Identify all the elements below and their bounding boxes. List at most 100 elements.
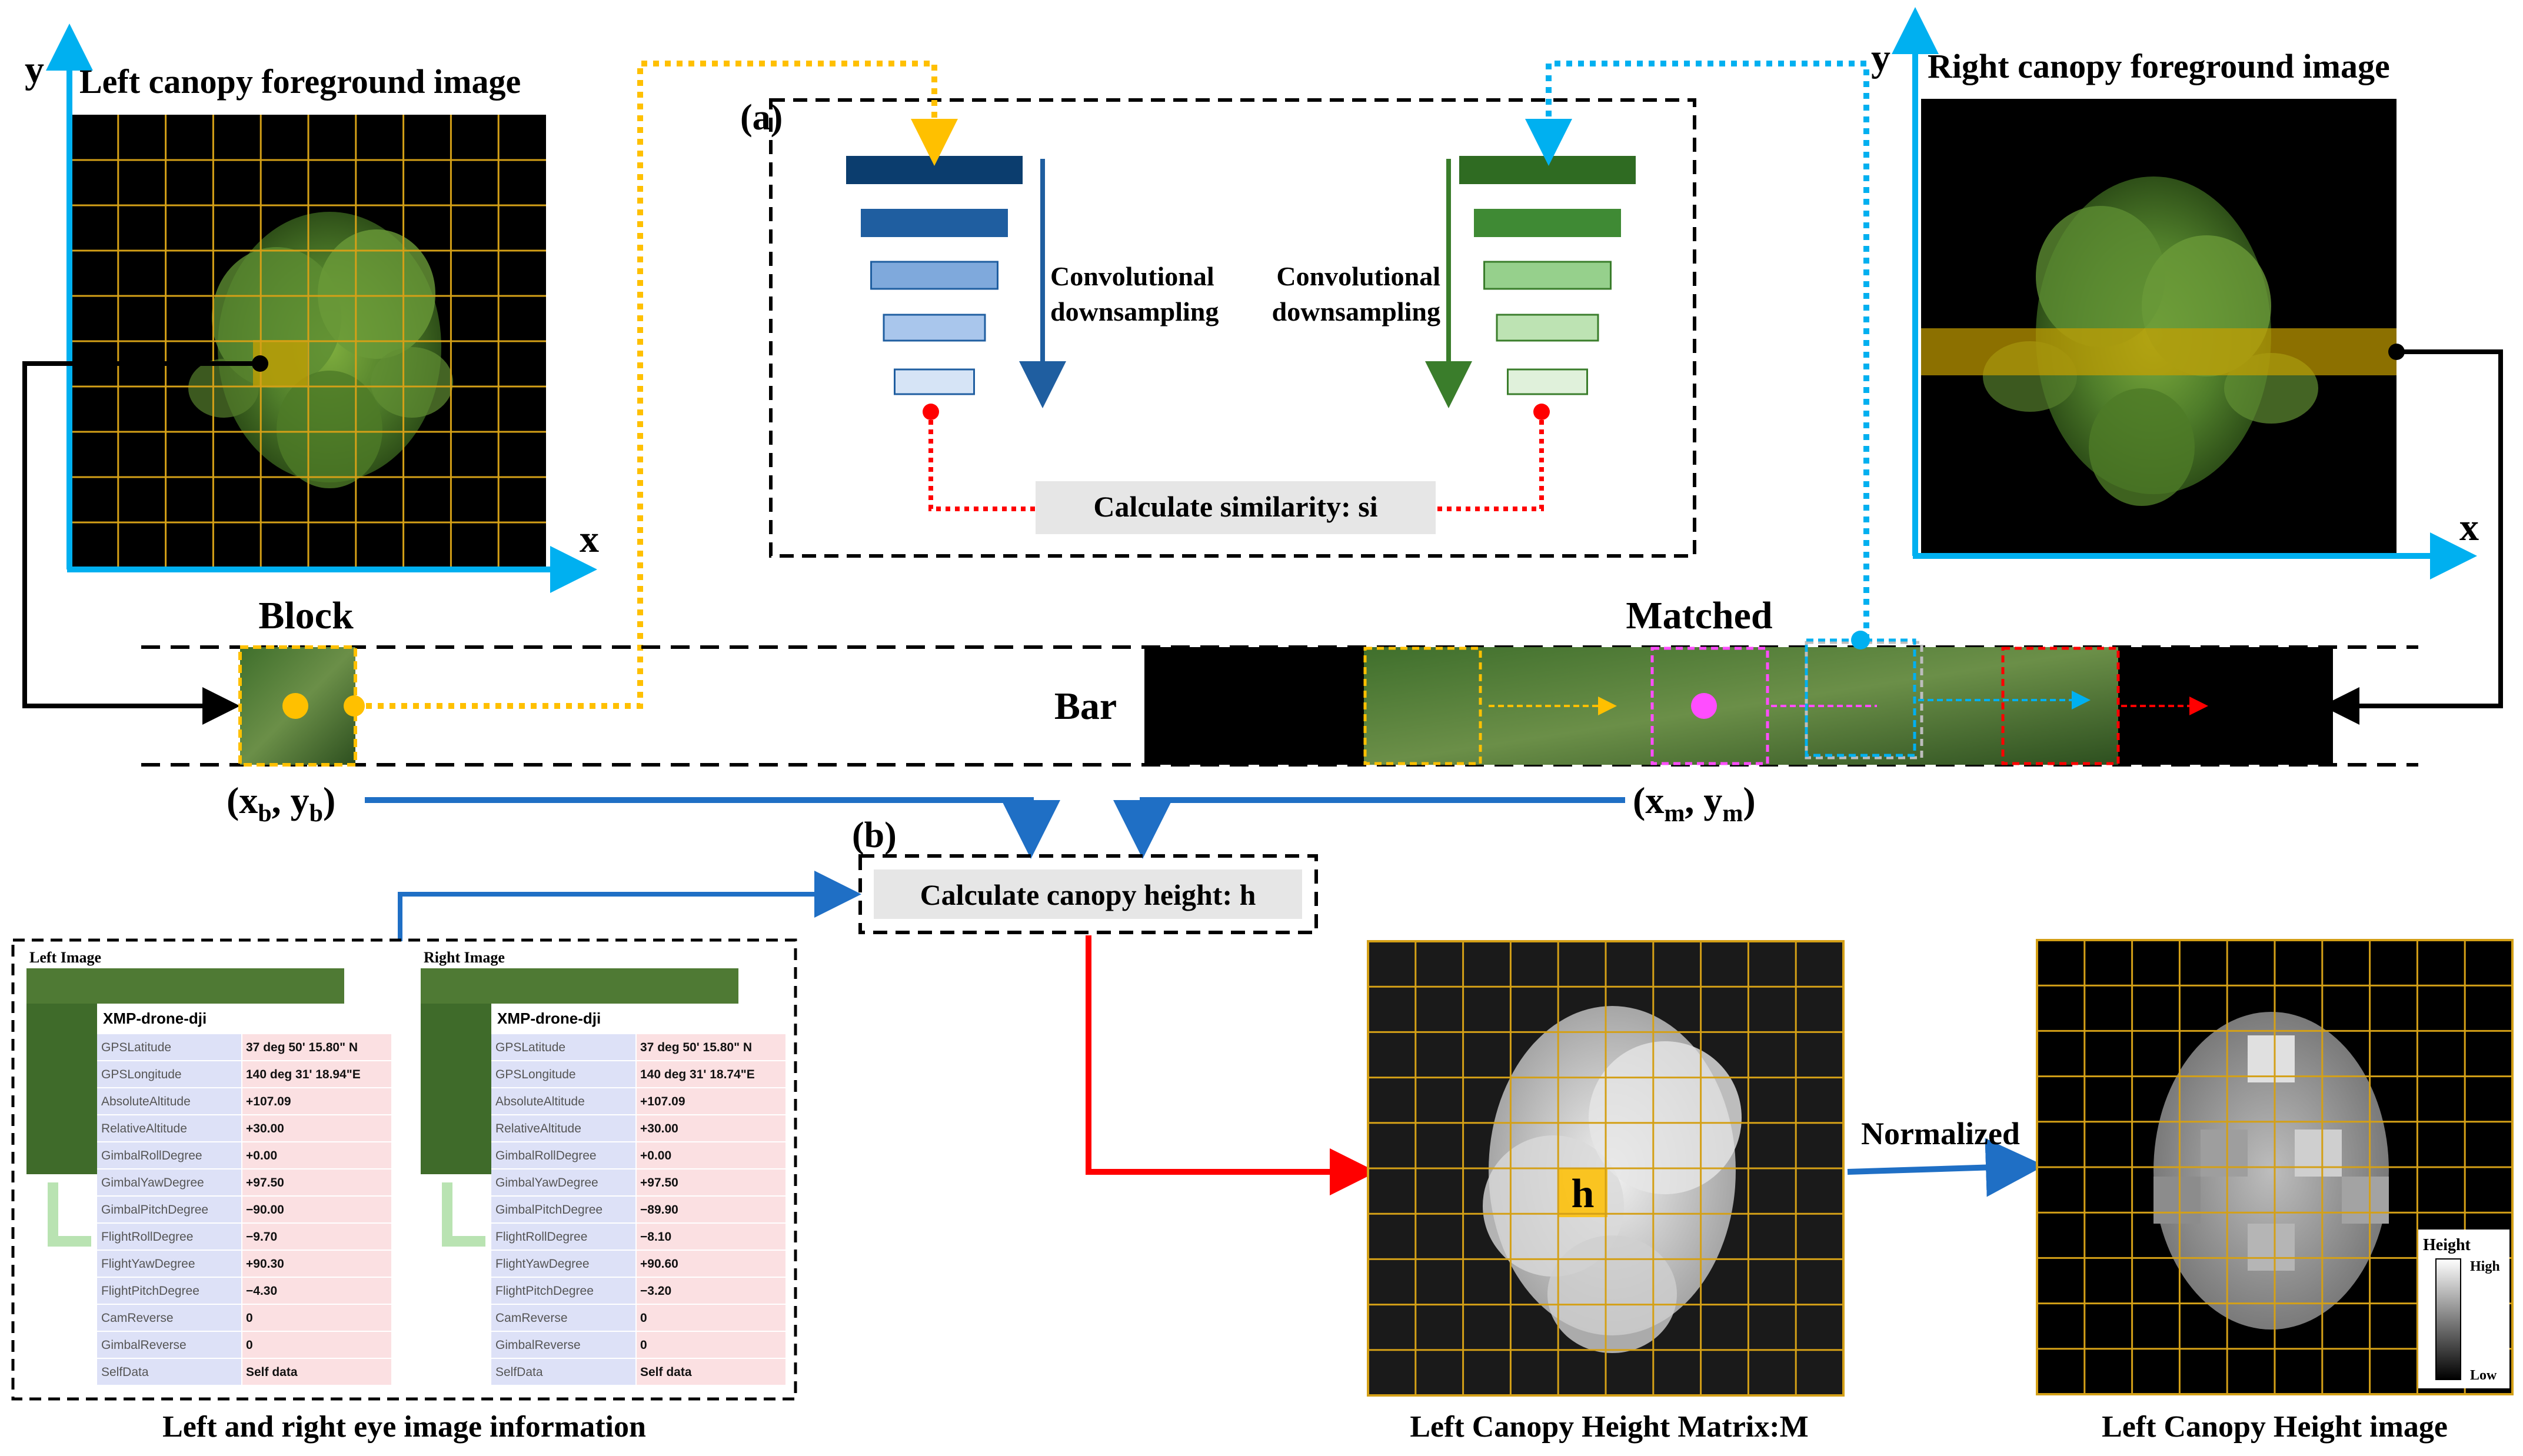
- bar-label: Bar: [1054, 685, 1117, 728]
- right-info-key-cell: [491, 1170, 635, 1195]
- right-info-key: GPSLongitude: [495, 1068, 576, 1081]
- right-info-key: SelfData: [495, 1365, 543, 1379]
- right-info-key: CamReverse: [495, 1311, 568, 1325]
- right-canopy-panel: y x Right canopy foreground image: [1871, 7, 2479, 579]
- left-similarity-line: [928, 420, 1036, 511]
- right-info-key-cell: [491, 1224, 635, 1250]
- block-label: Block: [258, 594, 354, 637]
- left-info-value: −9.70: [246, 1230, 277, 1244]
- left-info-value: +107.09: [246, 1095, 291, 1108]
- left-info-header: XMP-drone-dji: [103, 1009, 207, 1027]
- match-window-yellow: [1363, 647, 1482, 765]
- block-center-dot: [282, 693, 308, 719]
- right-info-value: 0: [640, 1311, 647, 1325]
- right-info-value-cell: [637, 1305, 785, 1331]
- right-info-value-cell: [637, 1278, 785, 1304]
- left-info-value: −90.00: [246, 1203, 284, 1217]
- left-info-key-cell: [97, 1061, 241, 1087]
- left-info-key-cell: [97, 1088, 241, 1114]
- left-y-axis-label: y: [25, 48, 44, 91]
- left-info-value-cell: [242, 1332, 391, 1358]
- left-info-key: CamReverse: [101, 1311, 174, 1325]
- right-encoder-layer: [1507, 368, 1588, 395]
- left-info-value-cell: [242, 1034, 391, 1060]
- left-info-value: +0.00: [246, 1149, 277, 1162]
- right-info-value: 0: [640, 1338, 647, 1352]
- right-info-key: GPSLatitude: [495, 1041, 565, 1054]
- left-info-key: FlightYawDegree: [101, 1257, 195, 1271]
- right-info-value: Self data: [640, 1365, 692, 1379]
- left-info-key-cell: [97, 1332, 241, 1358]
- left-info-value-cell: [242, 1088, 391, 1114]
- canopy-height-label: Calculate canopy height: h: [920, 878, 1256, 911]
- section-a-tag: (a): [740, 98, 783, 138]
- left-info-key: RelativeAltitude: [101, 1122, 187, 1135]
- right-info-value-cell: [637, 1197, 785, 1222]
- height-image-tree: [2153, 1012, 2389, 1330]
- matched-top-dot: [1851, 631, 1870, 649]
- right-info-key: FlightYawDegree: [495, 1257, 590, 1271]
- right-info-key: GimbalPitchDegree: [495, 1203, 603, 1217]
- right-info-key-cell: [491, 1197, 635, 1222]
- matched-coordinate: (xm, ym): [1633, 779, 1756, 827]
- block-edge-dot: [344, 695, 365, 717]
- left-info-key-cell: [97, 1305, 241, 1331]
- left-to-block-connector: [22, 361, 253, 725]
- right-info-value: +90.60: [640, 1257, 678, 1271]
- right-info-key-cell: [491, 1061, 635, 1087]
- left-info-value: 140 deg 31' 18.94"E: [246, 1068, 361, 1081]
- right-info-key-cell: [491, 1142, 635, 1168]
- left-info-key-cell: [97, 1251, 241, 1277]
- left-feature-dot: [923, 404, 939, 420]
- left-info-value: 0: [246, 1338, 253, 1352]
- left-arrow-icon: [48, 1182, 91, 1247]
- right-info-title: Right Image: [424, 949, 505, 966]
- left-info-key: GimbalRollDegree: [101, 1149, 202, 1162]
- right-info-value: −89.90: [640, 1203, 678, 1217]
- normalize-arrow: [1847, 1138, 2045, 1197]
- right-info-key-cell: [491, 1359, 635, 1385]
- left-info-key-cell: [97, 1359, 241, 1385]
- left-info-key: SelfData: [101, 1365, 149, 1379]
- height-matrix-caption: Left Canopy Height Matrix:M: [1410, 1410, 1808, 1444]
- left-info-title: Left Image: [29, 949, 101, 966]
- right-info-value: 140 deg 31' 18.74"E: [640, 1068, 755, 1081]
- left-grid: [71, 115, 546, 568]
- right-info-key-cell: [491, 1332, 635, 1358]
- left-info-value: Self data: [246, 1365, 298, 1379]
- left-info-key: FlightRollDegree: [101, 1230, 193, 1244]
- left-info-key-cell: [97, 1197, 241, 1222]
- right-info-key-cell: [491, 1088, 635, 1114]
- right-info-key: GimbalYawDegree: [495, 1176, 598, 1190]
- match-window-red: [2001, 647, 2120, 765]
- left-info-key: GPSLatitude: [101, 1041, 171, 1054]
- section-b: (b) Calculate canopy height: h: [852, 815, 1318, 934]
- left-info-value-cell: [242, 1224, 391, 1250]
- left-x-axis-label: x: [580, 518, 599, 561]
- height-image-caption: Left Canopy Height image: [2102, 1410, 2448, 1444]
- left-info-value-cell: [242, 1278, 391, 1304]
- right-encoder-layer: [1496, 314, 1599, 342]
- left-canopy-panel: y x Left canopy foreground image: [25, 24, 599, 593]
- left-conv-label-2: downsampling: [1050, 296, 1219, 326]
- right-info-value-cell: [637, 1332, 785, 1358]
- right-info-value-cell: [637, 1061, 785, 1087]
- right-aerial-strip: [421, 968, 738, 1004]
- legend-title: Height: [2423, 1236, 2471, 1254]
- right-info-key-cell: [491, 1278, 635, 1304]
- right-info-value-cell: [637, 1034, 785, 1060]
- right-info-value-cell: [637, 1359, 785, 1385]
- block-coord-to-calc: [365, 797, 1060, 859]
- left-info-key: GimbalYawDegree: [101, 1176, 204, 1190]
- right-info-key-cell: [491, 1251, 635, 1277]
- match-window-grey: [1805, 641, 1923, 759]
- right-aerial-thumb: [421, 1004, 491, 1174]
- left-info-header-bg: [97, 1004, 391, 1034]
- matched-label: Matched: [1626, 594, 1772, 637]
- right-info-value: +107.09: [640, 1095, 685, 1108]
- block-marker-dot: [252, 355, 268, 372]
- right-info-value-cell: [637, 1251, 785, 1277]
- info-to-calc: [398, 871, 861, 941]
- left-info-value-cell: [242, 1142, 391, 1168]
